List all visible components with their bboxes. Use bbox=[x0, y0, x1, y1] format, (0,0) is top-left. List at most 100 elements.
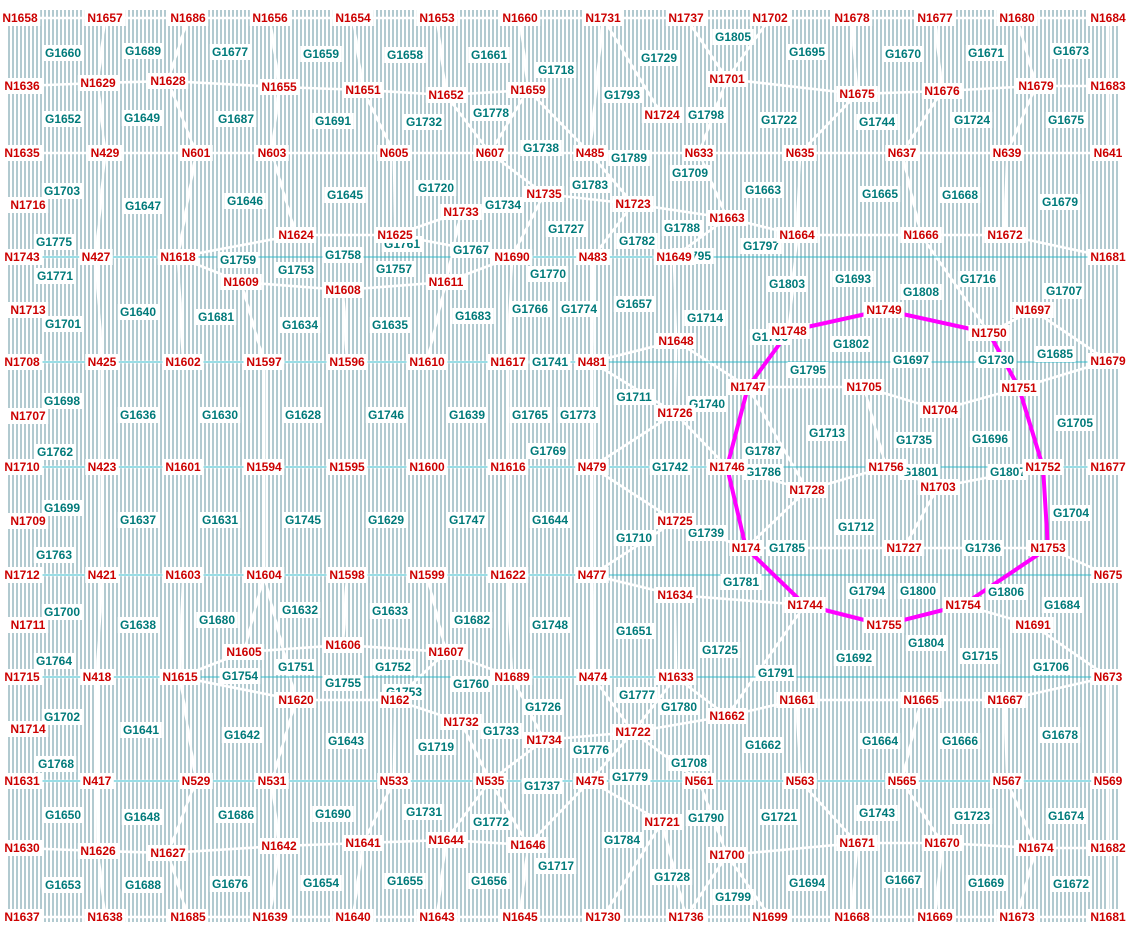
group-label-text: G1743 bbox=[859, 806, 895, 820]
node-label-text: N1691 bbox=[1015, 618, 1051, 632]
group-label: G1780 bbox=[659, 699, 700, 715]
group-label-text: G1729 bbox=[641, 51, 677, 65]
group-label-text: G1698 bbox=[44, 394, 80, 408]
node-label: N1699 bbox=[750, 909, 791, 925]
group-label: G1786 bbox=[743, 464, 784, 480]
group-label: G1806 bbox=[986, 584, 1027, 600]
group-label: G1684 bbox=[1042, 597, 1083, 613]
node-label-text: N1732 bbox=[443, 715, 479, 729]
group-label-text: G1690 bbox=[315, 807, 351, 821]
node-label-text: N1713 bbox=[10, 303, 46, 317]
node-label: N1735 bbox=[524, 186, 565, 202]
node-label: N1680 bbox=[997, 10, 1038, 26]
node-label-text: N1708 bbox=[4, 355, 40, 369]
group-label-text: G1789 bbox=[611, 151, 647, 165]
node-label: N1708 bbox=[2, 354, 43, 370]
group-label: G1675 bbox=[1046, 112, 1087, 128]
node-label-text: N1656 bbox=[252, 11, 288, 25]
group-label-text: G1709 bbox=[672, 166, 708, 180]
group-label: G1711 bbox=[614, 389, 655, 405]
node-label-text: N425 bbox=[88, 355, 117, 369]
node-label-text: N1641 bbox=[345, 836, 381, 850]
node-label: N1724 bbox=[642, 107, 683, 123]
group-label-text: G1757 bbox=[376, 262, 412, 276]
node-label-text: N603 bbox=[258, 146, 287, 160]
group-label: G1714 bbox=[685, 310, 726, 326]
group-label: G1697 bbox=[891, 352, 932, 368]
node-label: N1691 bbox=[1013, 617, 1054, 633]
node-label: N1663 bbox=[707, 210, 748, 226]
node-label-text: N1662 bbox=[709, 709, 745, 723]
group-label-text: G1778 bbox=[473, 106, 509, 120]
group-label: G1746 bbox=[366, 407, 407, 423]
group-label: G1770 bbox=[528, 266, 569, 282]
group-label: G1789 bbox=[609, 150, 650, 166]
node-label: N1744 bbox=[785, 597, 826, 613]
group-label-text: G1677 bbox=[212, 45, 248, 59]
node-label: N1601 bbox=[163, 459, 204, 475]
group-label: G1735 bbox=[894, 432, 935, 448]
group-label: G1800 bbox=[898, 583, 939, 599]
node-label-text: N1645 bbox=[502, 910, 538, 924]
node-label-text: N1730 bbox=[585, 910, 621, 924]
node-label: N569 bbox=[1091, 773, 1125, 789]
group-label: G1712 bbox=[836, 519, 877, 535]
node-label: N1656 bbox=[250, 10, 291, 26]
group-label: G1753 bbox=[276, 262, 317, 278]
node-label: N1670 bbox=[922, 835, 963, 851]
group-label-text: G1788 bbox=[664, 221, 700, 235]
group-label: G1692 bbox=[834, 650, 875, 666]
node-label: N474 bbox=[576, 669, 610, 685]
node-label: N1753 bbox=[1028, 540, 1069, 556]
group-label: G1732 bbox=[404, 114, 445, 130]
node-label: N1726 bbox=[655, 405, 696, 421]
group-label-text: G1701 bbox=[45, 317, 81, 331]
node-label: N1642 bbox=[259, 838, 300, 854]
node-label-text: N1711 bbox=[11, 618, 46, 632]
node-label-text: N1616 bbox=[490, 460, 526, 474]
node-label: N485 bbox=[573, 145, 607, 161]
node-label-text: N1747 bbox=[730, 380, 766, 394]
node-label-text: N1725 bbox=[657, 514, 693, 528]
node-label: N1697 bbox=[1013, 302, 1054, 318]
group-label: G1733 bbox=[481, 723, 522, 739]
group-label-text: G1637 bbox=[120, 513, 156, 527]
node-label-text: N1655 bbox=[261, 80, 297, 94]
node-label: N174 bbox=[729, 540, 763, 556]
group-label: G1788 bbox=[662, 220, 703, 236]
group-label: G1669 bbox=[966, 875, 1007, 891]
group-label-text: G1669 bbox=[968, 876, 1004, 890]
group-label: G1722 bbox=[759, 112, 800, 128]
node-label: N1595 bbox=[327, 459, 368, 475]
group-label-text: G1717 bbox=[538, 859, 574, 873]
group-label-text: G1641 bbox=[123, 723, 159, 737]
group-label-text: G1772 bbox=[473, 815, 509, 829]
group-label: G1642 bbox=[222, 727, 263, 743]
group-label-text: G1783 bbox=[572, 178, 608, 192]
node-label-text: N607 bbox=[476, 146, 505, 160]
node-label-text: N1659 bbox=[510, 83, 546, 97]
group-label: G1670 bbox=[883, 46, 924, 62]
group-label-text: G1650 bbox=[45, 808, 81, 822]
node-label-text: N1737 bbox=[668, 11, 704, 25]
group-label-text: G1639 bbox=[449, 408, 485, 422]
node-label: N1754 bbox=[943, 597, 984, 613]
node-label-text: N1743 bbox=[4, 250, 40, 264]
node-label: N1746 bbox=[707, 459, 748, 475]
node-label: N1682 bbox=[1088, 840, 1129, 856]
group-label-text: G1752 bbox=[375, 660, 411, 674]
group-label-text: G1668 bbox=[942, 188, 978, 202]
node-label-text: N1652 bbox=[428, 88, 464, 102]
group-label: G1782 bbox=[617, 233, 658, 249]
node-label-text: N565 bbox=[888, 774, 917, 788]
group-label: G1682 bbox=[452, 612, 493, 628]
group-label-text: G1758 bbox=[325, 248, 361, 262]
group-label-text: G1744 bbox=[859, 115, 895, 129]
node-label-text: N1671 bbox=[839, 836, 875, 850]
group-label: G1654 bbox=[301, 875, 342, 891]
group-label: G1785 bbox=[767, 540, 808, 556]
group-label: G1709 bbox=[670, 165, 711, 181]
node-label: N531 bbox=[255, 773, 289, 789]
node-label: N1712 bbox=[2, 567, 43, 583]
